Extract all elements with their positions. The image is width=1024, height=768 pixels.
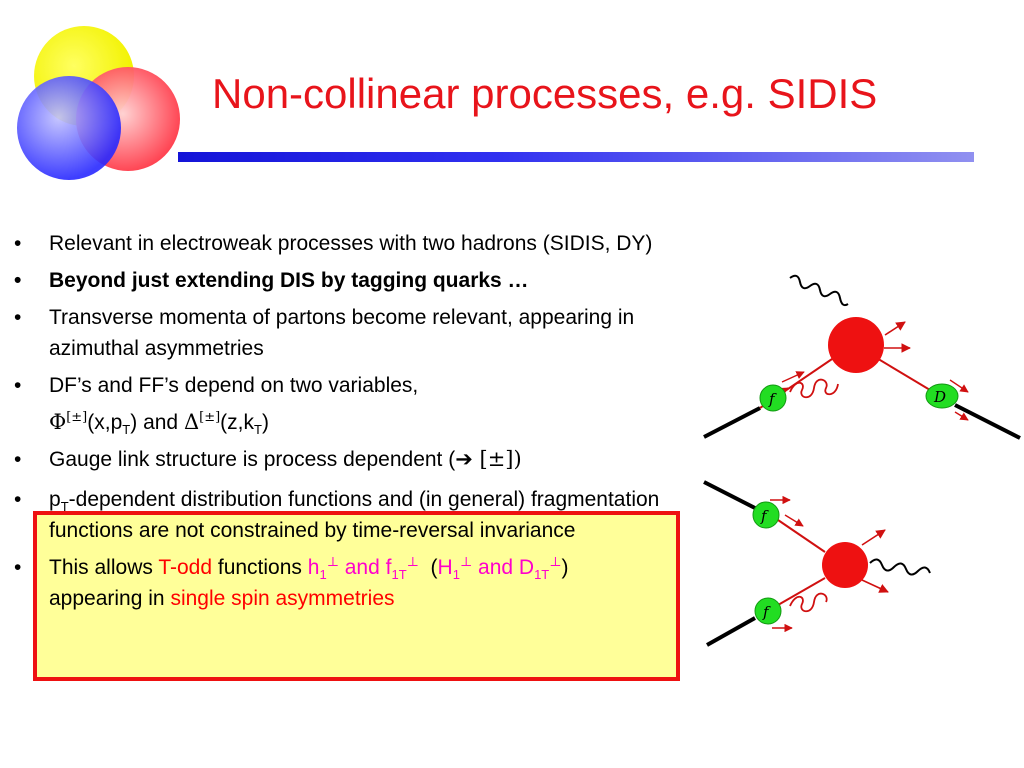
bullet-dot: • <box>14 269 22 292</box>
distribution-blob-f-bottom <box>754 597 782 625</box>
hard-vertex-blob-dy <box>822 542 868 588</box>
gluon-coil <box>789 378 839 399</box>
diagram-drell-yan: f f <box>703 480 931 647</box>
title-underline-bar <box>178 152 974 162</box>
bullet-dot: • <box>14 306 22 329</box>
bullet-item: • DF’s and FF’s depend on two variables, <box>14 370 694 401</box>
formula-delta: Δ[±](z,kT) <box>183 410 269 438</box>
quark-line-top <box>777 519 826 553</box>
bullet-item: • pT-dependent distribution functions an… <box>14 484 694 546</box>
diagram-sidis: f D <box>703 274 1021 440</box>
fragmentation-blob-D <box>925 383 959 409</box>
arrow-icon: ➔ <box>455 448 473 471</box>
distribution-blob-f-top <box>752 501 780 529</box>
bullet-dot: • <box>14 374 22 397</box>
hard-vertex-blob <box>828 317 884 373</box>
label-f-top: f <box>760 507 769 525</box>
bullet-text-relevant: Relevant in electroweak processes with t… <box>49 232 653 255</box>
bullet-text-gauge: Gauge link structure is process dependen… <box>49 447 522 471</box>
formula-and: and <box>137 411 184 434</box>
highlight-box <box>33 511 680 681</box>
bullet-text-beyond: Beyond just extending DIS by tagging qua… <box>49 269 529 292</box>
photon-wavy-out <box>869 558 931 576</box>
bullet-item: • Transverse momenta of partons become r… <box>14 302 694 364</box>
gluon-coil-bottom <box>789 592 828 613</box>
bullet-continuation: Φ[±](x,pT) and Δ[±](z,kT) <box>14 407 694 438</box>
incoming-hadron-line <box>703 406 761 439</box>
page-title: Non-collinear processes, e.g. SIDIS <box>212 70 878 117</box>
bullet-text-transverse: Transverse momenta of partons become rel… <box>49 306 635 360</box>
bullet-list: • Relevant in electroweak processes with… <box>14 228 694 614</box>
bullet-item: • Gauge link structure is process depend… <box>14 444 694 475</box>
bullet-text-pt-dependent: pT-dependent distribution functions and … <box>49 488 660 542</box>
sidis-diagrams: f D f f <box>703 274 1021 647</box>
bullet-text-df-ff: DF’s and FF’s depend on two variables, <box>49 374 419 397</box>
bullet-dot: • <box>14 488 22 511</box>
label-D: D <box>933 388 946 406</box>
bullet-dot: • <box>14 448 22 471</box>
bullet-dot: • <box>14 556 22 579</box>
antiquark-line-bottom <box>777 577 826 606</box>
bullet-item: • Relevant in electroweak processes with… <box>14 228 694 259</box>
formula-phi: Φ[±](x,pT) <box>49 410 138 438</box>
logo-circles <box>17 26 180 180</box>
label-f: f <box>768 390 777 408</box>
distribution-blob-f <box>759 384 787 412</box>
bullet-dot: • <box>14 232 22 255</box>
outgoing-hadron-line <box>954 403 1021 440</box>
quark-line-out <box>874 356 931 391</box>
incoming-hadron-line-top <box>703 480 756 510</box>
bullet-text-allows: This allows T-odd functions h1⊥ and f1T⊥… <box>49 555 569 610</box>
photon-wavy-line <box>789 274 849 307</box>
incoming-hadron-line-bottom <box>706 616 756 647</box>
label-f-bottom: f <box>762 603 771 621</box>
bullet-item: • This allows T-odd functions h1⊥ and f1… <box>14 552 694 614</box>
bullet-item: • Beyond just extending DIS by tagging q… <box>14 265 694 296</box>
